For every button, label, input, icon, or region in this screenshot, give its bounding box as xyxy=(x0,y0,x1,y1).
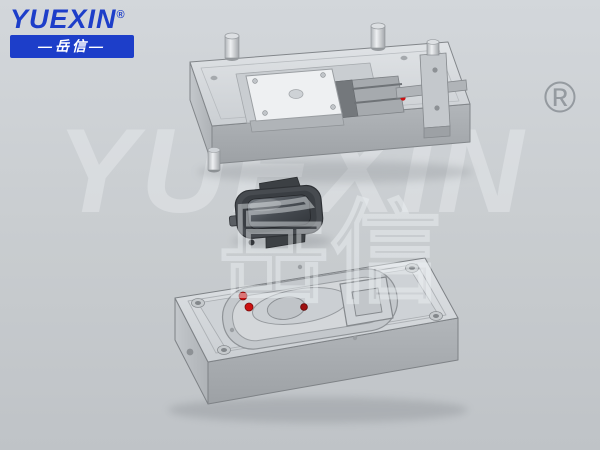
screw-hole xyxy=(229,327,235,333)
screw xyxy=(330,104,336,110)
center-island xyxy=(252,287,348,325)
upper-plate-inset-edge xyxy=(200,49,460,120)
screw xyxy=(432,67,438,73)
screw xyxy=(434,105,440,111)
logo-brand-word: YUEXIN xyxy=(10,4,117,34)
corner-bolt-holes xyxy=(191,263,443,355)
screw xyxy=(252,78,258,84)
screw xyxy=(262,110,268,116)
hold-down-bracket xyxy=(339,276,394,327)
screw-hole xyxy=(297,264,303,270)
top-face-hole xyxy=(400,55,408,61)
upper-plate-shadow xyxy=(197,161,473,183)
guide-pin-right xyxy=(370,22,386,51)
guide-bushing xyxy=(207,147,221,173)
lower-fixture-plate-3d xyxy=(174,257,459,405)
logo-registered-mark: ® xyxy=(116,9,126,21)
top-clamp-plate xyxy=(245,68,345,133)
watch-button xyxy=(248,239,255,246)
chinese-watermark: 岳信 xyxy=(218,191,442,316)
screw xyxy=(320,72,326,78)
lower-plate-shadow xyxy=(168,397,468,423)
center-bore xyxy=(288,89,304,99)
side-face-hole xyxy=(186,348,194,356)
logo-chinese-text: —岳信— xyxy=(10,35,134,59)
yuexin-logo: YUEXIN® —岳信— xyxy=(10,5,134,59)
watch-screen xyxy=(247,194,311,230)
red-locator-dot-1 xyxy=(238,291,248,301)
red-locator-dot-2 xyxy=(244,302,254,312)
registered-mark-watermark: ® xyxy=(544,73,576,122)
red-locator-dot-3 xyxy=(300,303,308,311)
clamp-assembly xyxy=(395,39,468,139)
screen-highlight xyxy=(249,198,282,212)
guide-pin-left xyxy=(224,32,240,61)
logo-brand-text: YUEXIN® xyxy=(10,5,134,33)
watch-device xyxy=(228,176,324,249)
screw-hole xyxy=(352,335,358,341)
slide-mechanism xyxy=(331,75,406,119)
top-face-hole xyxy=(210,75,218,81)
